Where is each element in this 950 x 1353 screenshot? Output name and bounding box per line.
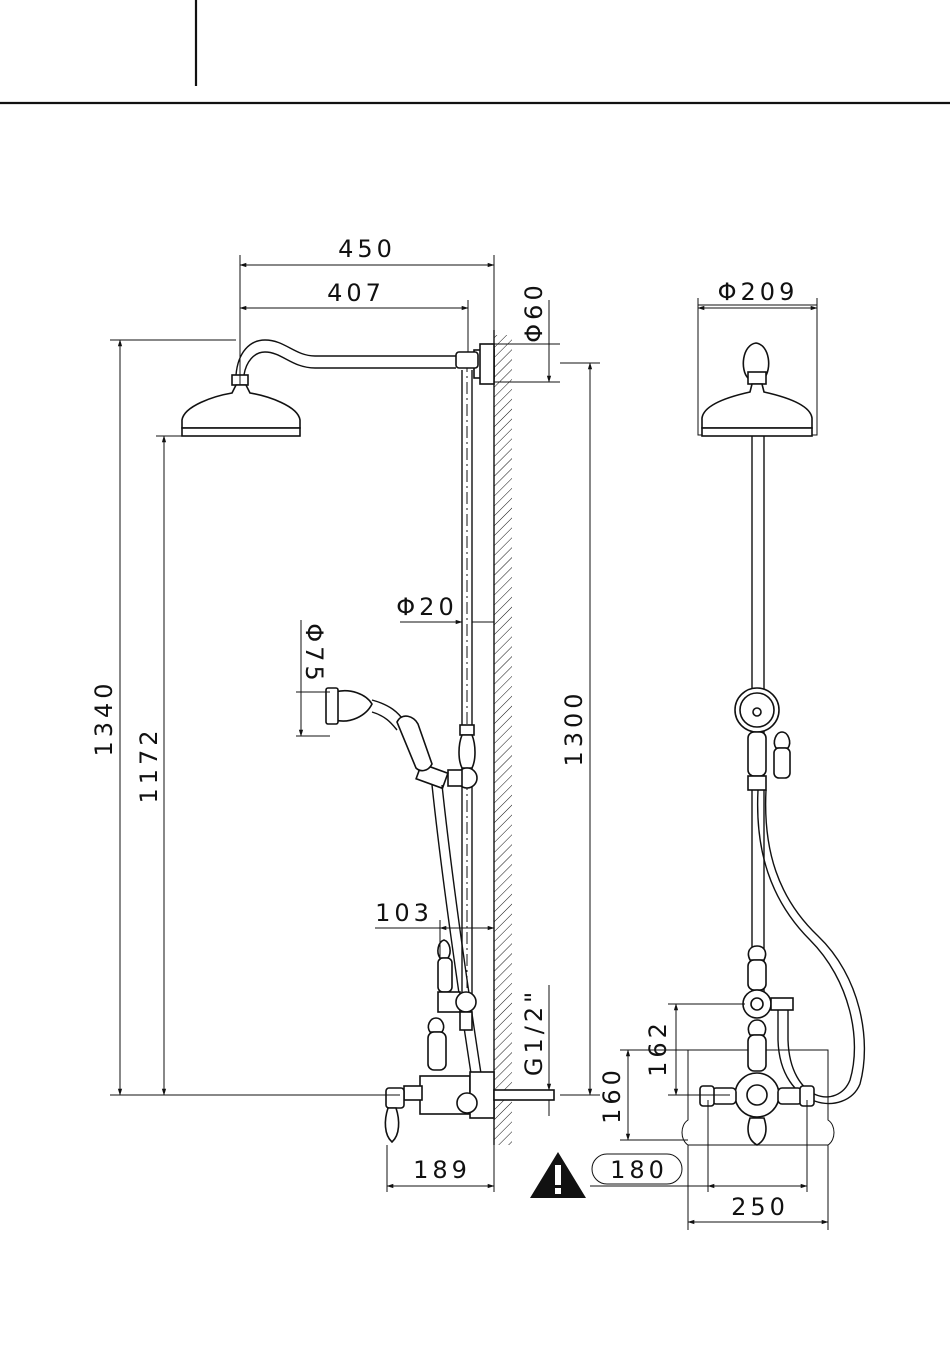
header-frame — [0, 0, 950, 103]
dim-dia-209: Φ209 — [718, 278, 799, 306]
dim-103: 103 — [375, 899, 433, 927]
dim-162: 162 — [644, 1019, 672, 1077]
dim-1172: 1172 — [135, 726, 163, 803]
diverter-front — [743, 946, 793, 1018]
dim-450: 450 — [338, 235, 396, 263]
dim-180: 180 — [610, 1156, 668, 1184]
wall — [494, 330, 512, 1145]
dim-dia-75: Φ75 — [300, 623, 328, 684]
riser-pipe — [462, 360, 472, 1020]
shower-head-side — [182, 385, 300, 436]
dim-thread: G1/2" — [520, 988, 548, 1076]
side-view — [182, 330, 554, 1145]
shower-arm — [232, 340, 456, 385]
dim-1300: 1300 — [560, 689, 588, 766]
dim-160: 160 — [598, 1066, 626, 1124]
warning-triangle-icon — [530, 1152, 586, 1198]
dim-1340: 1340 — [90, 679, 118, 756]
dim-dia-60: Φ60 — [520, 281, 548, 342]
dim-189: 189 — [413, 1156, 471, 1184]
dim-407: 407 — [327, 279, 385, 307]
dim-dia-20: Φ20 — [396, 593, 457, 621]
hand-shower-front — [735, 688, 790, 790]
front-view — [682, 305, 864, 1145]
diverter-side — [438, 940, 476, 1030]
mixer-front — [682, 1020, 834, 1145]
hand-shower-side — [326, 688, 432, 771]
shower-head-front — [702, 343, 812, 436]
dim-250: 250 — [731, 1193, 789, 1221]
hose-front — [758, 790, 865, 1103]
